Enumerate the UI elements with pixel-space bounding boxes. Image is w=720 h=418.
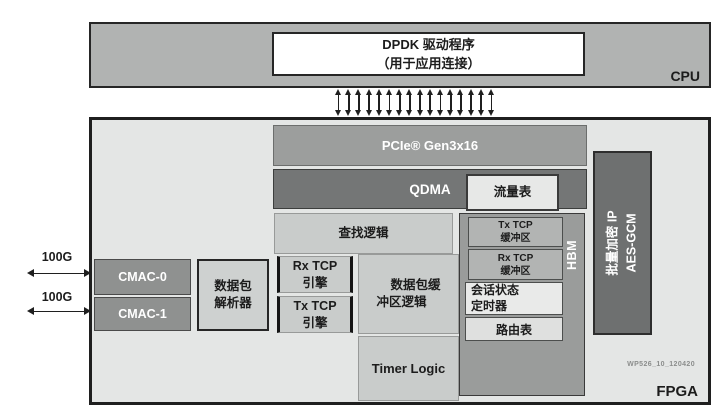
pcie-link-arrow-icon	[477, 89, 485, 116]
cpu-block: DPDK 驱动程序 （用于应用连接） CPU	[89, 22, 711, 88]
dpdk-driver-subtitle: （用于应用连接）	[376, 56, 481, 71]
port-100g-arrow-icon	[27, 307, 91, 316]
rx-tcp-buffer-line2: 缓冲区	[500, 265, 531, 277]
packet-buffer-logic-line1: 数据包缓	[390, 278, 441, 293]
pcie-link-arrow-icon	[487, 89, 495, 116]
tx-tcp-engine-line2: 引擎	[302, 315, 328, 330]
timer-logic-block: Timer Logic	[358, 336, 459, 401]
hbm-label: HBM	[565, 240, 579, 270]
tx-tcp-buffer-block: Tx TCP 缓冲区	[468, 217, 563, 247]
tx-tcp-engine-block: Tx TCP 引擎	[277, 296, 353, 333]
hbm-label-wrap: HBM	[559, 224, 585, 286]
tx-tcp-buffer-line2: 缓冲区	[500, 233, 531, 244]
session-state-timer-block: 会话状态 定时器	[465, 282, 563, 315]
pcie-link-arrow-icon	[426, 89, 434, 116]
rx-tcp-engine-line2: 引擎	[302, 275, 328, 290]
pcie-link-arrow-icon	[457, 89, 464, 116]
session-state-timer-line2: 定时器	[471, 298, 508, 313]
packet-parser-block: 数据包 解析器	[197, 259, 269, 331]
port-100g-arrow-icon	[27, 269, 91, 278]
watermark-text: WP526_10_120420	[627, 361, 695, 368]
rx-tcp-engine-line1: Rx TCP	[292, 258, 338, 273]
pcie-link-arrow-icon	[335, 89, 342, 116]
pcie-link-arrow-icon	[375, 89, 383, 116]
fpga-label: FPGA	[656, 383, 698, 400]
pcie-link-arrow-icon	[416, 89, 424, 116]
rx-tcp-buffer-block: Rx TCP 缓冲区	[468, 249, 563, 280]
bulk-crypto-block: 批量加密 IP AES-GCM	[593, 151, 652, 335]
pcie-link-arrow-icon	[355, 89, 362, 116]
routing-table-block: 路由表	[465, 317, 563, 341]
pcie-link-arrow-icon	[386, 89, 393, 116]
packet-parser-line2: 解析器	[214, 296, 252, 310]
pcie-link-arrow-icon	[447, 89, 454, 116]
cmac0-block: CMAC-0	[94, 259, 191, 295]
fpga-block: PCIe® Gen3x16 QDMA 流量表 查找逻辑 Rx TCP 引擎 Tx…	[89, 117, 711, 405]
bulk-crypto-line2: AES-GCM	[624, 213, 639, 273]
lookup-logic-block: 查找逻辑	[274, 213, 453, 254]
pcie-link-arrow-icon	[467, 89, 475, 116]
packet-buffer-logic-line2: 冲区逻辑	[376, 295, 427, 309]
port-100g-label-0: 100G	[41, 250, 73, 264]
hbm-panel: Tx TCP 缓冲区 Rx TCP 缓冲区 会话状态 定时器 路由表 HBM	[459, 213, 585, 396]
rx-tcp-engine-block: Rx TCP 引擎	[277, 256, 353, 293]
port-100g-label-1: 100G	[41, 290, 73, 304]
tx-tcp-buffer-line1: Tx TCP	[498, 220, 533, 231]
packet-buffer-logic-block: 数据包缓 冲区逻辑	[358, 254, 459, 334]
pcie-link-arrow-icon	[345, 89, 352, 116]
pcie-block: PCIe® Gen3x16	[273, 125, 587, 166]
dpdk-driver-title: DPDK 驱动程序	[382, 36, 475, 52]
tx-tcp-engine-line1: Tx TCP	[293, 298, 337, 313]
bulk-crypto-line1: 批量加密 IP	[605, 210, 620, 276]
packet-parser-line1: 数据包	[214, 279, 252, 294]
pcie-link-arrow-icon	[365, 89, 373, 116]
bulk-crypto-label: 批量加密 IP AES-GCM	[603, 210, 642, 275]
cpu-fpga-arrow-band	[335, 89, 495, 116]
flow-table-block: 流量表	[466, 174, 559, 211]
cpu-label: CPU	[670, 68, 700, 84]
pcie-link-arrow-icon	[436, 89, 444, 116]
cmac1-block: CMAC-1	[94, 297, 191, 331]
pcie-link-arrow-icon	[396, 89, 403, 116]
session-state-timer-line1: 会话状态	[471, 282, 520, 297]
pcie-link-arrow-icon	[406, 89, 413, 116]
rx-tcp-buffer-line1: Rx TCP	[497, 252, 534, 264]
dpdk-driver-box: DPDK 驱动程序 （用于应用连接）	[272, 32, 585, 76]
